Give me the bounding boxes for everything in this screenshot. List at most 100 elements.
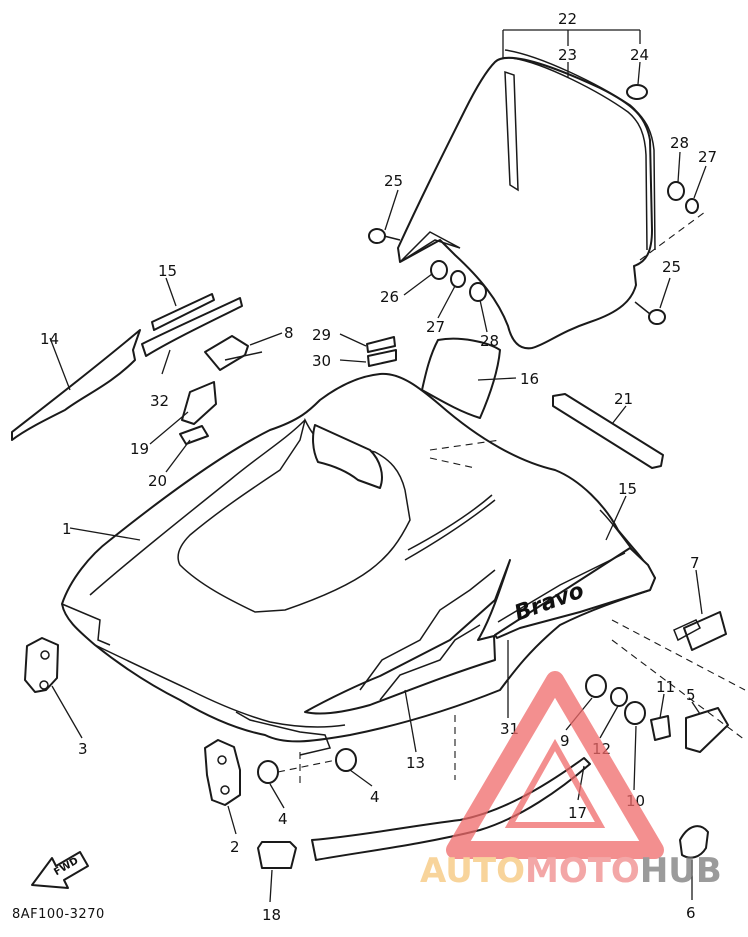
leader-25a <box>384 189 399 231</box>
callout-2: 2 <box>230 838 240 856</box>
callout-25b: 25 <box>662 258 681 276</box>
leader-10 <box>633 725 637 791</box>
leader-15a <box>165 277 177 307</box>
leader-5 <box>691 701 701 715</box>
callout-8: 8 <box>284 324 294 342</box>
rubber-4-right <box>335 748 357 772</box>
callout-32: 32 <box>150 392 169 410</box>
callout-20: 20 <box>148 472 167 490</box>
screw-25-right <box>634 301 666 325</box>
leader-24 <box>637 61 641 85</box>
leader-8 <box>249 332 283 346</box>
diagram-code: 8AF100-3270 <box>12 907 105 922</box>
hinge-3 <box>24 637 59 693</box>
part-18 <box>257 841 297 869</box>
leader-28b <box>677 151 681 183</box>
leader-4a <box>269 783 285 809</box>
callout-9: 9 <box>560 732 570 750</box>
watermark-text: AUTOMOTOHUB <box>420 851 722 891</box>
fwd-arrow: FWD <box>31 851 89 889</box>
callout-25a: 25 <box>384 172 403 190</box>
leader-16 <box>477 377 517 381</box>
leader-15b <box>605 495 627 541</box>
leader-13 <box>404 689 417 753</box>
callout-6: 6 <box>686 904 696 922</box>
grommet-28 <box>469 282 487 302</box>
leader-21 <box>611 405 627 425</box>
hood: Bravo <box>61 372 656 780</box>
damper-19 <box>181 381 217 425</box>
rubber-4-left <box>257 760 279 784</box>
callout-5: 5 <box>686 686 696 704</box>
callout-14: 14 <box>40 330 59 348</box>
callout-26: 26 <box>380 288 399 306</box>
callout-21: 21 <box>614 390 633 408</box>
callout-4a: 4 <box>278 810 288 828</box>
panel-16 <box>421 337 501 419</box>
callout-15a: 15 <box>158 262 177 280</box>
spacer-11 <box>650 715 671 741</box>
collar-26 <box>430 260 448 280</box>
grommet-24 <box>626 84 648 100</box>
leader-32 <box>161 349 171 375</box>
callout-27a: 27 <box>426 318 445 336</box>
rubber-9 <box>585 674 607 698</box>
leader-2 <box>227 805 237 835</box>
callout-29: 29 <box>312 326 331 344</box>
callout-7: 7 <box>690 554 700 572</box>
watermark-inner-triangle <box>504 738 606 828</box>
watermark-auto: AUTO <box>420 851 525 891</box>
leader-14 <box>49 337 71 391</box>
leader-30 <box>339 359 367 363</box>
callout-17: 17 <box>568 804 587 822</box>
callout-28b: 28 <box>670 134 689 152</box>
watermark-moto: MOTO <box>525 851 640 891</box>
leader-7 <box>695 569 703 615</box>
hinge-2 <box>204 739 241 806</box>
grommet-28b <box>667 181 685 201</box>
callout-13: 13 <box>406 754 425 772</box>
callout-19: 19 <box>130 440 149 458</box>
callout-22: 22 <box>558 10 577 28</box>
strip-17 <box>311 757 591 861</box>
callout-23: 23 <box>558 46 577 64</box>
watermark-triangle <box>446 671 664 859</box>
pad-29 <box>366 336 396 353</box>
leader-29 <box>339 333 367 347</box>
bracket-8 <box>204 335 263 371</box>
stripe-32 <box>141 297 243 357</box>
leader-12 <box>599 705 619 739</box>
pad-30 <box>367 349 397 367</box>
leader-4b <box>349 769 373 787</box>
leader-27a <box>437 285 456 319</box>
callout-16: 16 <box>520 370 539 388</box>
side-decal-14 <box>11 329 141 441</box>
screw-25-left <box>368 228 401 244</box>
leader-17 <box>577 765 585 801</box>
leader-20 <box>165 439 191 473</box>
collar-10 <box>624 701 646 725</box>
watermark-hub: HUB <box>640 851 722 891</box>
latch-7 <box>673 611 727 651</box>
callout-4b: 4 <box>370 788 380 806</box>
leader-27b <box>693 165 707 199</box>
washer-12 <box>610 687 628 707</box>
callout-27b: 27 <box>698 148 717 166</box>
leader-25b <box>659 277 671 309</box>
damper-20 <box>179 425 209 445</box>
leader-28a <box>479 299 488 333</box>
leader-18 <box>269 869 273 903</box>
windshield <box>397 49 706 350</box>
leader-11 <box>659 693 665 719</box>
callout-28a: 28 <box>480 332 499 350</box>
callout-1: 1 <box>62 520 72 538</box>
leader-1 <box>69 527 141 541</box>
watermark: AUTOMOTOHUB <box>420 671 722 891</box>
emblem-15 <box>151 293 215 331</box>
washer-27 <box>450 270 466 288</box>
leader-3 <box>51 685 83 739</box>
callout-11: 11 <box>656 678 675 696</box>
leader-26 <box>403 273 433 296</box>
